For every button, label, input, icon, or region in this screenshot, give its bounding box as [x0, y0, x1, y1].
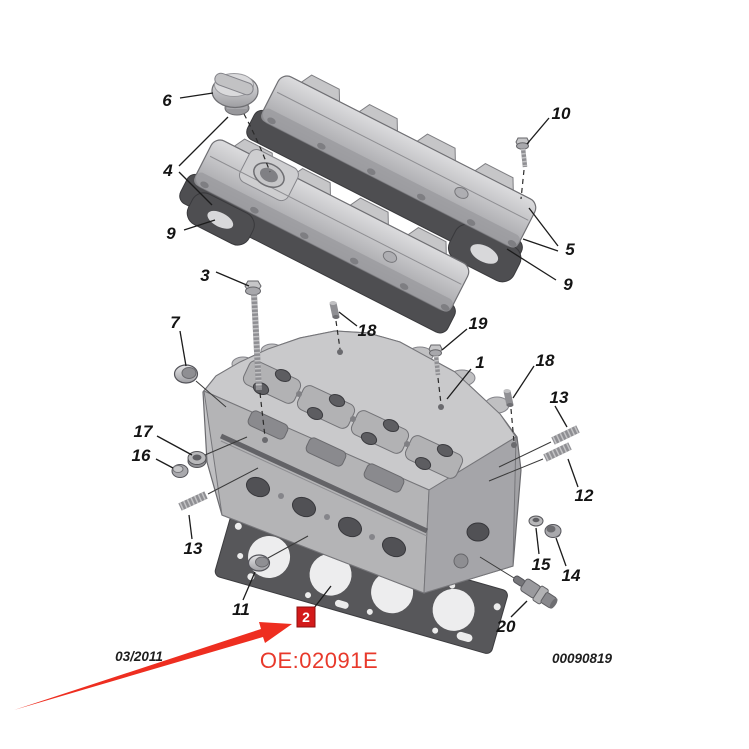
- cylinder-head: [202, 330, 522, 594]
- leader-lines: [155, 92, 579, 618]
- callout-5[interactable]: 5: [565, 240, 575, 259]
- part-2-badge-label: 2: [302, 609, 310, 625]
- valve-cover-gasket-front: [179, 173, 456, 334]
- callout-18-right[interactable]: 18: [536, 351, 555, 370]
- valve-cover-front: [194, 138, 470, 312]
- stud-12: [488, 442, 572, 482]
- oil-filler-neck: [253, 162, 285, 188]
- document-number: 00090819: [552, 651, 613, 666]
- callout-6[interactable]: 6: [162, 91, 172, 110]
- callout-17[interactable]: 17: [134, 422, 154, 441]
- callout-14[interactable]: 14: [562, 566, 581, 585]
- stud-13-right: [498, 425, 580, 468]
- valve-cover-gasket-rear: [246, 109, 523, 283]
- red-pointer-arrow: [14, 622, 292, 710]
- plug-14: [544, 524, 562, 538]
- callouts: 6 4 9 3 7 18 10 5 9 19 1 18 13 12 17 16 …: [132, 91, 594, 636]
- callout-11[interactable]: 11: [232, 600, 250, 619]
- callout-1[interactable]: 1: [475, 353, 484, 372]
- callout-4[interactable]: 4: [162, 161, 173, 180]
- revision-date: 03/2011: [115, 649, 163, 664]
- cup-plug-11: [247, 535, 309, 572]
- valve-cover-rear: [261, 74, 537, 248]
- stud-18-right: [503, 389, 515, 443]
- callout-9-left[interactable]: 9: [166, 224, 176, 243]
- nut-16: [171, 464, 189, 478]
- callout-19[interactable]: 19: [469, 314, 488, 333]
- callout-15[interactable]: 15: [532, 555, 551, 574]
- callout-7[interactable]: 7: [170, 313, 181, 332]
- callout-16[interactable]: 16: [132, 446, 151, 465]
- washer-15: [528, 515, 544, 527]
- bolt-10: [515, 137, 530, 200]
- temp-sensor-20: [479, 556, 558, 609]
- front-cover-assembly: [179, 138, 470, 334]
- callout-9-right[interactable]: 9: [563, 275, 573, 294]
- oe-reference-text: OE:02091E: [260, 648, 378, 673]
- callout-18-left[interactable]: 18: [358, 321, 377, 340]
- callout-12[interactable]: 12: [575, 486, 594, 505]
- part-2-badge[interactable]: [296, 606, 316, 628]
- bolt-19: [428, 344, 443, 405]
- callout-20[interactable]: 20: [496, 617, 516, 636]
- callout-3[interactable]: 3: [200, 266, 210, 285]
- cup-plug-7: [173, 364, 227, 408]
- washer-17: [187, 436, 248, 468]
- stud-13-left: [178, 467, 259, 511]
- cap-alignment-dashes: [243, 113, 271, 173]
- bolt-3: [244, 280, 266, 438]
- rear-cover-assembly: [246, 74, 537, 283]
- callout-10[interactable]: 10: [552, 104, 571, 123]
- stud-18-left: [329, 301, 341, 350]
- callout-13-right[interactable]: 13: [550, 388, 569, 407]
- part-2-hotspot[interactable]: 2: [296, 585, 332, 628]
- callout-13-left[interactable]: 13: [184, 539, 203, 558]
- oil-filler-cap: [211, 72, 271, 173]
